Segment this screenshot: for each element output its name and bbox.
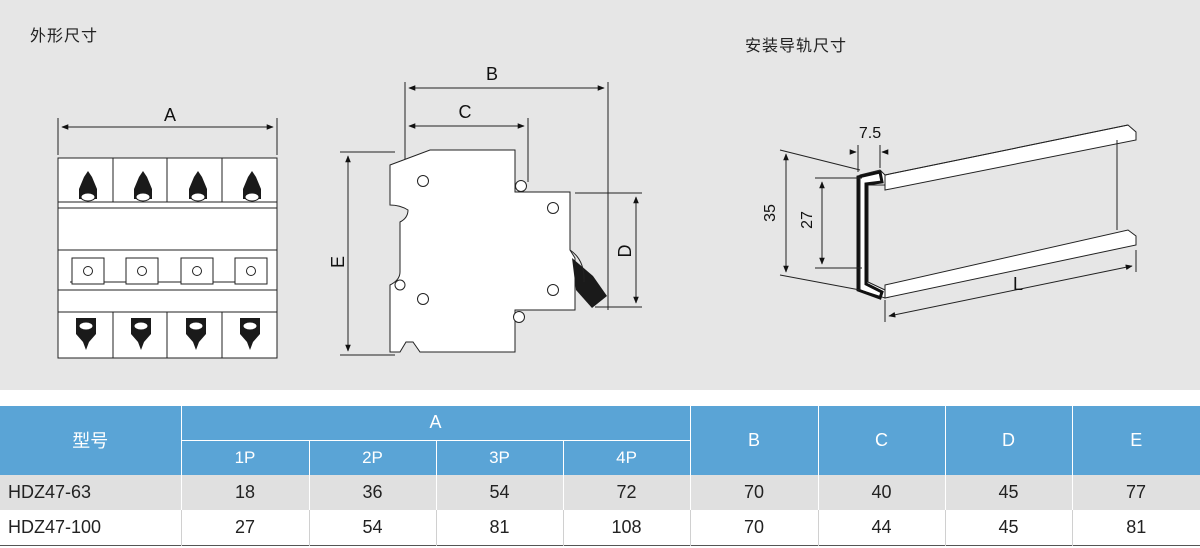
rail-height-label: 35: [762, 204, 779, 222]
header-e: E: [1072, 406, 1200, 475]
row-model: HDZ47-63: [0, 474, 182, 510]
header-c: C: [818, 406, 946, 475]
dimension-b-label: B: [486, 64, 498, 84]
table-header-row: 型号 A B C D E: [0, 406, 1200, 475]
header-a: A: [181, 406, 691, 441]
cell-d: 45: [945, 509, 1073, 545]
cell-a-2p: 36: [309, 474, 437, 510]
cell-a-2p: 54: [309, 509, 437, 545]
cell-a-1p: 27: [181, 509, 310, 545]
side-view-drawing: [340, 82, 642, 356]
cell-e: 81: [1072, 509, 1200, 545]
header-b: B: [690, 406, 819, 475]
header-d: D: [945, 406, 1073, 475]
cell-c: 44: [818, 509, 946, 545]
technical-drawing: A B C: [57, 64, 1137, 359]
row-model: HDZ47-100: [0, 509, 182, 545]
din-rail-drawing: [779, 124, 1137, 322]
rail-length-label: L: [1013, 274, 1023, 294]
cell-a-1p: 18: [181, 474, 310, 510]
table-row: HDZ47-63 18 36 54 72 70 40 45 77: [0, 474, 1200, 510]
dimension-d-label: D: [615, 245, 635, 258]
table-subheader-row: 1P 2P 3P 4P: [0, 440, 1200, 475]
rail-dimensions-caption: 安装导轨尺寸: [745, 36, 848, 55]
table-row: HDZ47-100 27 54 81 108 70 44 45 81: [0, 509, 1200, 545]
cell-a-3p: 54: [436, 474, 564, 510]
cell-b: 70: [690, 474, 819, 510]
screw-windows: [71, 257, 268, 285]
dimension-a-label: A: [164, 105, 176, 125]
cell-e: 77: [1072, 474, 1200, 510]
cell-c: 40: [818, 474, 946, 510]
drawing-area: 外形尺寸 安装导轨尺寸: [0, 0, 1200, 390]
cell-a-4p: 72: [563, 474, 691, 510]
side-view-holes: [394, 175, 559, 323]
rail-width-label: 7.5: [859, 125, 881, 142]
toggle-lever: [569, 249, 607, 308]
rail-inner-height-label: 27: [799, 211, 816, 229]
header-a-4p: 4P: [563, 440, 691, 475]
cell-d: 45: [945, 474, 1073, 510]
cell-b: 70: [690, 509, 819, 545]
dimension-c-label: C: [459, 102, 472, 122]
header-a-2p: 2P: [309, 440, 437, 475]
header-a-3p: 3P: [436, 440, 564, 475]
cell-a-3p: 81: [436, 509, 564, 545]
top-terminals: [79, 171, 261, 202]
dimension-table: 型号 A B C D E 1P 2P 3P 4P HDZ47-63 18 36 …: [0, 406, 1200, 546]
outline-dimensions-caption: 外形尺寸: [30, 26, 99, 45]
dimension-e-label: E: [328, 256, 348, 268]
header-model: 型号: [0, 406, 182, 475]
rail-length-line: [888, 264, 1133, 318]
bottom-terminals: [76, 318, 260, 350]
cell-a-4p: 108: [563, 509, 691, 545]
header-a-1p: 1P: [181, 440, 310, 475]
